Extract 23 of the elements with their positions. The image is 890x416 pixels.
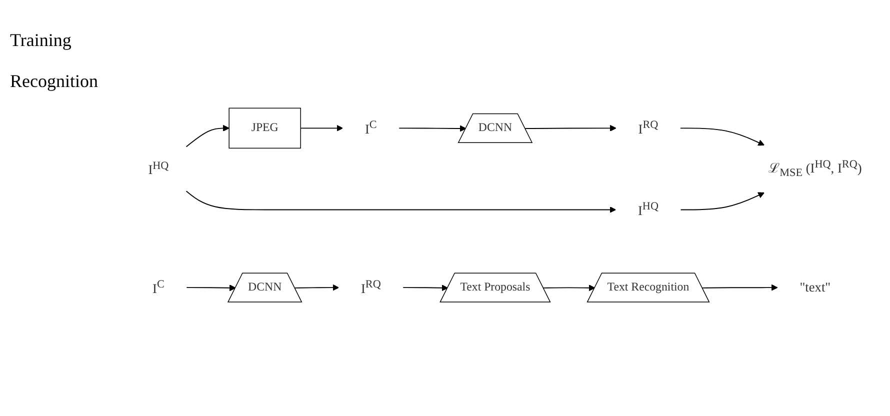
arrow bbox=[402, 284, 448, 292]
node-text: I$^{HQ}$ bbox=[148, 160, 169, 178]
arrow bbox=[542, 284, 596, 292]
arrow bbox=[186, 125, 230, 148]
arrow bbox=[294, 284, 340, 291]
arrow bbox=[702, 284, 778, 291]
arrow bbox=[524, 125, 616, 132]
node-text: I$^{C}$ bbox=[364, 119, 377, 136]
node-box: JPEG bbox=[228, 108, 301, 149]
node-text: I$^{HQ}$ bbox=[638, 200, 658, 218]
section-heading: Recognition bbox=[10, 71, 99, 92]
node-text: I$^{RQ}$ bbox=[638, 119, 658, 136]
arrow bbox=[186, 284, 236, 292]
node-text: I$^{C}$ bbox=[152, 278, 164, 296]
section-heading: Training bbox=[10, 30, 72, 51]
node-text: "text" bbox=[800, 280, 831, 295]
arrow bbox=[300, 125, 344, 132]
arrow bbox=[398, 125, 466, 132]
arrow bbox=[186, 190, 616, 214]
arrow bbox=[680, 128, 764, 146]
node-text: ℒ$_{MSE}$ (I$^{HQ}$, I$^{RQ}$) bbox=[768, 158, 862, 180]
arrow bbox=[680, 192, 764, 210]
node-text: I$^{RQ}$ bbox=[360, 278, 381, 296]
